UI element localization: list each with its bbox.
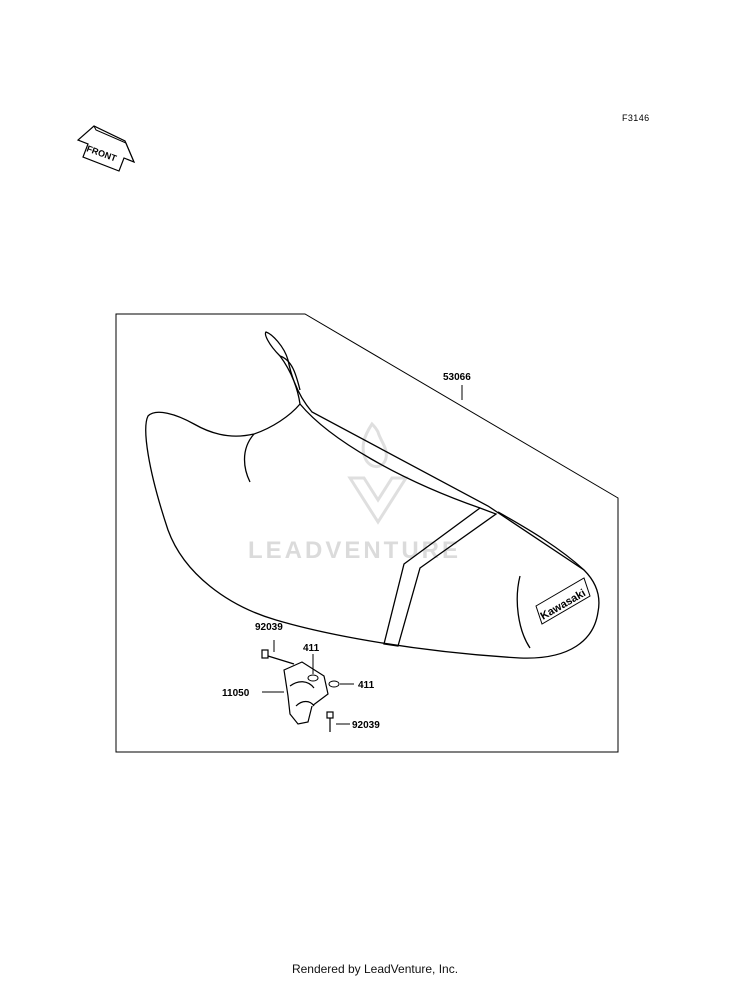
footer-credit: Rendered by LeadVenture, Inc. (291, 962, 459, 976)
bolt-lower-92039 (326, 711, 350, 732)
watermark-text: LEADVENTURE (248, 537, 461, 564)
assembly-frame (115, 313, 619, 753)
washer-upper-411 (307, 654, 319, 682)
part-label-53066: 53066 (443, 372, 471, 383)
part-label-92039-upper: 92039 (255, 622, 283, 633)
seat-53066 (145, 331, 600, 659)
part-label-411-right: 411 (358, 680, 375, 691)
kawasaki-text: Kawasaki (539, 587, 588, 622)
watermark-logo-icon: LEADVENTURE (248, 421, 461, 564)
part-label-11050: 11050 (222, 688, 250, 699)
front-arrow-icon: FRONT (76, 125, 136, 172)
part-label-92039-lower: 92039 (352, 720, 380, 731)
washer-right-411 (328, 680, 354, 688)
figure-code: F3146 (622, 113, 650, 123)
kawasaki-logo-icon: Kawasaki (535, 577, 591, 625)
bolt-upper-92039 (261, 640, 295, 665)
bracket-11050 (283, 661, 329, 725)
part-label-411-upper: 411 (303, 643, 320, 654)
